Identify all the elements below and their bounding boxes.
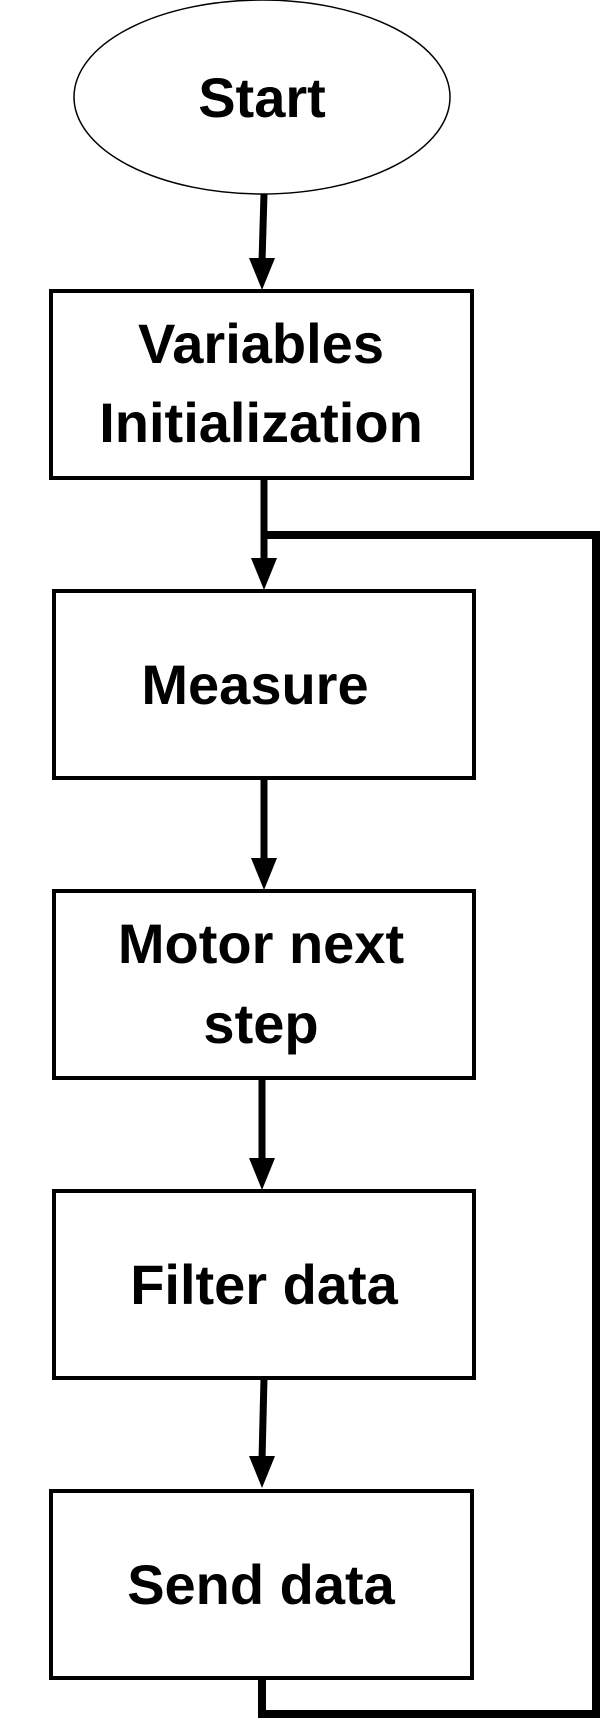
edge-motor-to-filter (249, 1078, 275, 1190)
start-node: Start (73, 0, 451, 195)
filter-box (52, 1189, 476, 1380)
motor-box (52, 889, 476, 1080)
send-box (49, 1489, 474, 1680)
edge-filter-to-send (249, 1377, 275, 1488)
motor-label-line2: step (203, 992, 318, 1055)
init-node: Variables Initialization (49, 289, 474, 480)
init-label-line1: Variables (138, 312, 384, 375)
arrowhead-icon (249, 1456, 275, 1488)
measure-box (52, 589, 476, 780)
edge-init-to-measure (251, 478, 277, 590)
measure-node: Measure (52, 589, 476, 780)
arrowhead-icon (251, 558, 277, 590)
edge-line (258, 193, 268, 263)
edge-line (258, 1377, 268, 1461)
send-node: Send data (49, 1489, 474, 1680)
arrowhead-icon (249, 1158, 275, 1190)
arrowhead-icon (251, 858, 277, 890)
edge-measure-to-motor (251, 778, 277, 890)
init-box (49, 289, 474, 480)
init-label-line2: Initialization (99, 391, 423, 454)
measure-label: Measure (141, 653, 368, 716)
edge-start-to-init (249, 193, 275, 290)
arrowhead-icon (249, 258, 275, 290)
loop-back-line (258, 531, 600, 1718)
filter-label: Filter data (130, 1253, 398, 1316)
start-label: Start (198, 66, 326, 129)
filter-node: Filter data (52, 1189, 476, 1380)
send-label: Send data (127, 1553, 395, 1616)
motor-label-line1: Motor next (118, 912, 404, 975)
motor-node: Motor next step (52, 889, 476, 1080)
